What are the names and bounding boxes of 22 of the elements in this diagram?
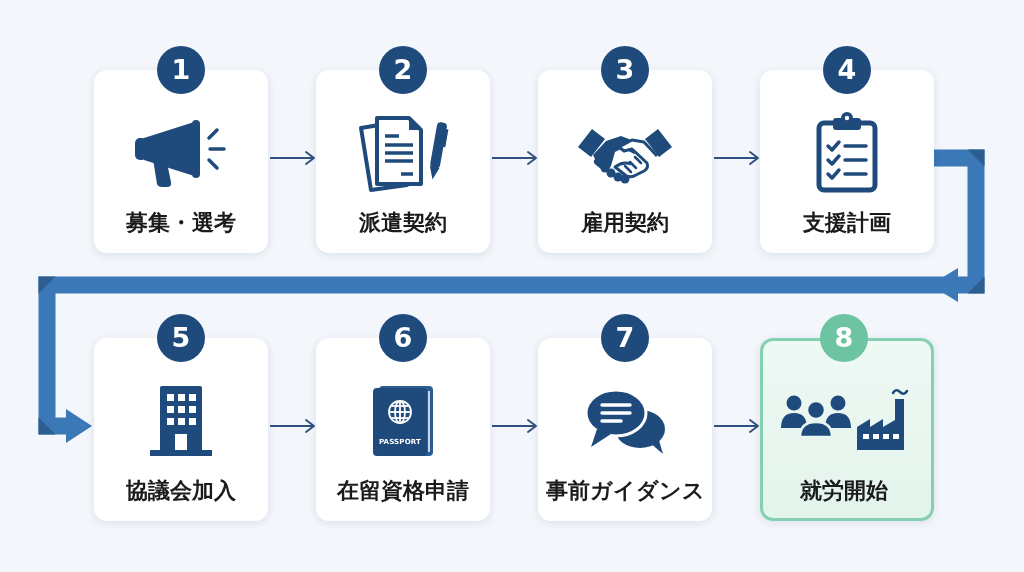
step-label: 雇用契約 bbox=[580, 209, 670, 237]
step-number: 3 bbox=[601, 46, 649, 94]
step-number: 1 bbox=[157, 46, 205, 94]
step-number: 7 bbox=[601, 314, 649, 362]
step-label: 事前ガイダンス bbox=[544, 477, 706, 505]
step-number: 2 bbox=[379, 46, 427, 94]
step-number: 8 bbox=[820, 314, 868, 362]
arrow bbox=[491, 151, 537, 165]
step-label: 在留資格申請 bbox=[336, 477, 470, 505]
step-number: 4 bbox=[823, 46, 871, 94]
step-number: 5 bbox=[157, 314, 205, 362]
step-label: 就労開始 bbox=[799, 477, 889, 505]
step-label: 協議会加入 bbox=[125, 477, 237, 505]
step-number: 6 bbox=[379, 314, 427, 362]
step-label: 支援計画 bbox=[802, 209, 892, 237]
step-label: 募集・選考 bbox=[125, 209, 237, 237]
arrow bbox=[713, 151, 759, 165]
arrow bbox=[713, 419, 759, 433]
arrow bbox=[269, 419, 315, 433]
arrow bbox=[491, 419, 537, 433]
arrow bbox=[269, 151, 315, 165]
step-label: 派遣契約 bbox=[358, 209, 448, 237]
